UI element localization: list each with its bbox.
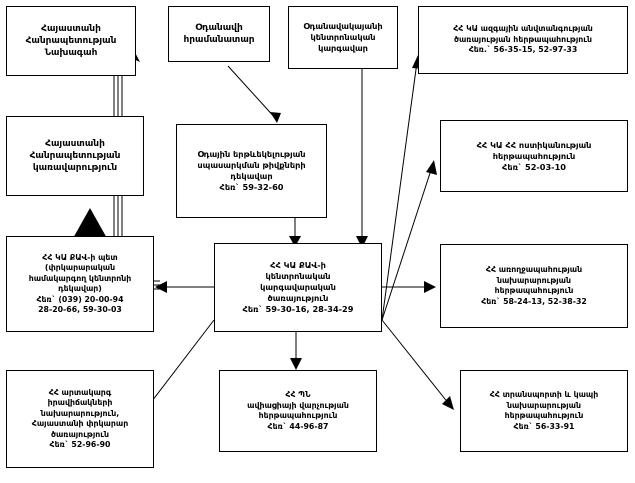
node-text-line: կարգավար xyxy=(318,43,368,53)
node-text-line: Հեռ` 59-32-60 xyxy=(219,182,284,192)
edge-air-traffic-service-to-central-dispatch xyxy=(289,218,301,247)
edge-central-dispatch-to-police-duty xyxy=(381,160,437,321)
node-text-line: ՀՀ ԿԱ ազգային անվտանգության xyxy=(453,24,593,34)
edge-central-dispatch-to-transport-duty xyxy=(381,319,454,410)
node-text-line: հրամանատար xyxy=(183,35,255,45)
ministry-of-emergency-situations[interactable]: ՀՀ արտակարգ իրավիճակների նախարարություն,… xyxy=(6,370,154,468)
police-duty[interactable]: ՀՀ ԿԱ ՀՀ ոստիկանության հերթապահություն Հ… xyxy=(440,120,628,192)
node-text-line: ՀՀ ՊՆ xyxy=(285,390,311,399)
node-text-line: Նախագահ xyxy=(44,48,98,58)
node-text-line: հերթապահություն xyxy=(494,286,574,295)
node-text-line: դեկավար) xyxy=(58,284,102,293)
arrowhead-to-government xyxy=(72,208,108,240)
node-text-line: Հեռ` 56-33-91 xyxy=(513,421,575,431)
node-text-line: 28-20-66, 59-30-03 xyxy=(38,305,122,314)
node-text-line: Հանրապետության xyxy=(25,36,117,46)
edge-aircraft-commander-to-air-traffic-service xyxy=(227,65,281,123)
node-text-line: Հանրապետության xyxy=(29,151,121,161)
node-text-line: ծառայություն xyxy=(50,429,109,439)
node-text-line: Հեռ` 59-30-16, 28-34-29 xyxy=(242,304,354,314)
node-text-line: նախարարության xyxy=(506,400,582,410)
node-text-line: իրավիճակների xyxy=(47,398,113,407)
node-text-line: (փրկարարական xyxy=(44,263,116,272)
node-text-line: ՀՀ ԿԱ ՔԱՎ-ի պետ xyxy=(42,252,118,262)
node-text-line: Օդանավի xyxy=(195,23,243,33)
node-text-line: դեկավար xyxy=(230,171,273,181)
node-text-line: նախարարություն, xyxy=(40,408,120,418)
node-text-line: կենտրոնական xyxy=(265,271,331,281)
node-text-line: ծառայություն xyxy=(267,293,329,303)
node-text-line: Հեռ` 52-03-10 xyxy=(502,161,566,172)
node-text-line: կառավարություն xyxy=(32,163,118,173)
node-text-line: Հեռ` 58-24-13, 52-38-32 xyxy=(481,296,587,306)
node-text-line: ՀՀ առողջապահության xyxy=(485,265,583,274)
node-text-line: ծառայության հերթապահություն xyxy=(454,34,592,44)
caa-chief-rescue-coordination-center[interactable]: ՀՀ ԿԱ ՔԱՎ-ի պետ (փրկարարական համակարգող … xyxy=(6,236,154,332)
node-text-line: հերթապահություն xyxy=(504,411,584,420)
node-text-line: ՀՀ ԿԱ ՀՀ ոստիկանության xyxy=(476,139,592,150)
node-text-line: նախարարության xyxy=(496,275,572,285)
node-text-line: հերթապահություն xyxy=(258,411,338,420)
national-security-service-duty[interactable]: ՀՀ ԿԱ ազգային անվտանգության ծառայության … xyxy=(418,6,628,74)
node-text-line: ՀՀ արտակարգ xyxy=(48,387,112,397)
node-text-line: կարգավարական xyxy=(260,282,336,292)
node-text-line: Հեռ` 44-96-87 xyxy=(267,421,329,431)
government-of-armenia[interactable]: Հայաստանի Հանրապետության կառավարություն xyxy=(6,116,144,196)
node-text-line: Օդանավակայանի xyxy=(303,21,383,31)
node-text-line: ՀՀ ԿԱ ՔԱՎ-ի xyxy=(270,260,326,270)
air-traffic-service-chief[interactable]: Օդային երթևեկելության սպասարկման թիվքներ… xyxy=(176,124,327,218)
node-text-line: հերթապահություն xyxy=(492,150,576,161)
node-text-line: համակարգող կենտրոնի xyxy=(28,273,132,283)
edge-central-dispatch-to-caa-chief xyxy=(155,281,214,293)
node-text-line: սպասարկման թիվքների xyxy=(197,160,306,170)
node-text-line: Օդային երթևեկելության xyxy=(197,149,306,159)
ministry-of-health-duty[interactable]: ՀՀ առողջապահության նախարարության հերթապա… xyxy=(440,244,628,328)
ministry-of-transport-and-communication-duty[interactable]: ՀՀ տրանսպորտի և կապի նախարարության հերթա… xyxy=(460,370,628,452)
node-text-line: Հեռ` 52-96-90 xyxy=(49,440,111,449)
node-text-line: Հեռ.` 56-35-15, 52-97-33 xyxy=(468,45,578,55)
edge-central-dispatch-to-defence-aviation xyxy=(290,332,302,370)
ministry-of-defence-aviation-duty[interactable]: ՀՀ ՊՆ ավիացիայի վարչության հերթապահությո… xyxy=(219,370,377,452)
aircraft-commander[interactable]: Օդանավի հրամանատար xyxy=(168,6,270,62)
node-text-line: Հայաստանի xyxy=(45,139,105,149)
edge-central-dispatch-to-health-duty xyxy=(382,281,436,293)
caa-central-dispatch-service[interactable]: ՀՀ ԿԱ ՔԱՎ-ի կենտրոնական կարգավարական ծառ… xyxy=(214,243,382,332)
edge-airport-dispatcher-to-central-dispatch xyxy=(356,69,368,248)
airport-central-dispatcher[interactable]: Օդանավակայանի կենտրոնական կարգավար xyxy=(288,6,398,69)
node-text-line: Հայաստանի փրկարար xyxy=(31,419,129,428)
node-text-line: կենտրոնական xyxy=(310,32,376,42)
node-text-line: Հեռ` (039) 20-00-94 xyxy=(36,294,124,304)
node-text-line: ՀՀ տրանսպորտի և կապի xyxy=(489,390,599,399)
edge-central-dispatch-to-nss-duty xyxy=(381,55,423,321)
node-text-line: Հայաստանի xyxy=(41,24,101,34)
president-of-armenia[interactable]: Հայաստանի Հանրապետության Նախագահ xyxy=(6,6,136,76)
node-text-line: ավիացիայի վարչության xyxy=(247,400,349,410)
